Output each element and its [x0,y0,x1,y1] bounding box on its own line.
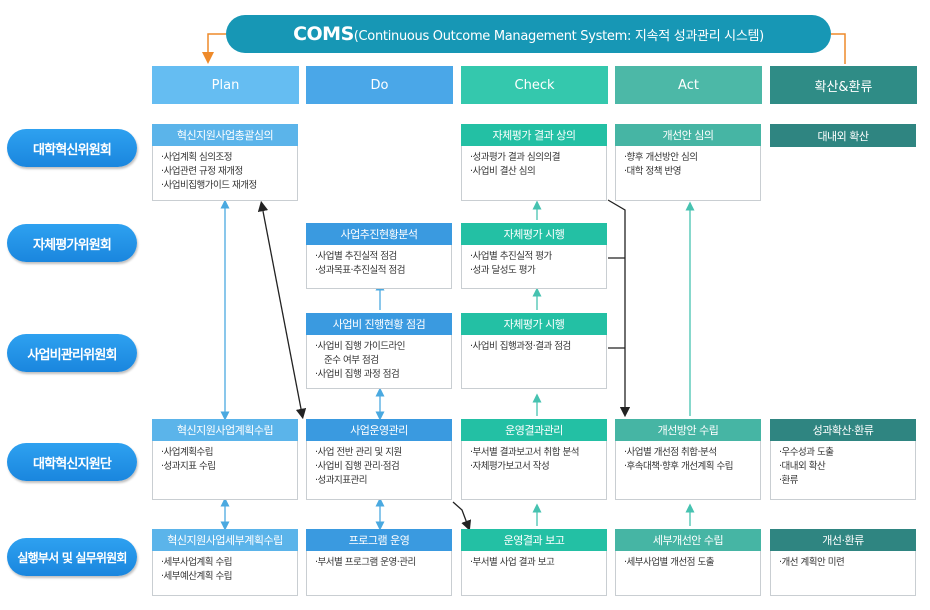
box-title: 혁신지원사업세부계획수립 [152,529,298,551]
box-title: 사업추진현황분석 [306,223,452,245]
arrow-do-to-check [452,501,472,531]
box-title: 개선안 심의 [615,124,761,146]
box-item: ·부서별 프로그램 운영·관리 [315,557,416,568]
box-item: ·대학 정책 반영 [624,166,682,177]
box-item: ·자체평가보고서 작성 [470,461,550,472]
phase-diffusion: 확산&환류 [770,66,917,104]
box-item: ·성과지표관리 [315,475,367,486]
phase-do: Do [306,66,453,104]
box-title: 자체평가 결과 상의 [461,124,607,146]
title-main: COMS [293,23,354,45]
box-item: ·성과지표 수립 [161,461,216,472]
box-ext-outcome-diffusion: 성과확산·환류 ·우수성과 도출 ·대내외 확산 ·환류 [770,419,916,500]
box-act-improvement-review: 개선안 심의 ·향후 개선방안 심의 ·대학 정책 반영 [615,124,761,201]
box-plan-overall-review: 혁신지원사업총괄심의 ·사업계획 심의조정 ·사업관련 규정 재개정 ·사업비집… [152,124,298,201]
title-sub: (Continuous Outcome Management System: 지… [353,28,764,44]
feedback-arrow-left [202,33,226,64]
box-item: ·대내외 확산 [779,461,826,472]
box-title: 성과확산·환류 [770,419,916,441]
box-ext-improvement-feedback: 개선·환류 ·개선 계획안 미련 [770,529,916,596]
box-item: ·성과목표·추진실적 점검 [315,265,405,276]
box-act-detailed-improvement: 세부개선안 수립 ·세부사업별 개선점 도출 [615,529,761,596]
box-item: ·사업비집행가이드 재개정 [161,180,257,191]
box-plan-project-planning: 혁신지원사업계획수립 ·사업계획수립 ·성과지표 수립 [152,419,298,500]
box-title: 혁신지원사업계획수립 [152,419,298,441]
feedback-line-right [831,33,846,64]
box-external-diffusion: 대내외 확산 [770,124,916,147]
box-title: 운영결과 보고 [461,529,607,551]
box-item: ·사업비 집행과정·결과 점검 [470,341,571,352]
row-label-execution-departments: 실행부서 및 실무위원회 [7,538,137,576]
row-label-self-evaluation-committee: 자체평가위원회 [7,224,137,262]
box-item: 준수 여부 점검 [324,355,379,366]
box-item: ·우수성과 도출 [779,447,834,458]
box-item: ·부서별 결과보고서 취합 분석 [470,447,579,458]
box-item: ·사업 전반 관리 및 지원 [315,447,402,458]
box-title: 혁신지원사업총괄심의 [152,124,298,146]
box-item: ·개선 계획안 미련 [779,557,845,568]
box-item: ·사업관련 규정 재개정 [161,166,243,177]
box-item: ·세부사업계획 수립 [161,557,232,568]
phase-plan: Plan [152,66,299,104]
box-item: ·사업계획 심의조정 [161,152,232,163]
box-item: ·세부사업별 개선점 도출 [624,557,714,568]
box-check-result-report: 운영결과 보고 ·부서별 사업 결과 보고 [461,529,607,596]
box-item: ·사업계획수립 [161,447,213,458]
bracket-check-to-act [607,199,631,418]
coms-title: COMS (Continuous Outcome Management Syst… [226,15,831,53]
box-check-budget-evaluation: 자체평가 시행 ·사업비 집행과정·결과 점검 [461,313,607,389]
box-item: ·사업비 집행 관리·점검 [315,461,400,472]
box-do-program-operation: 프로그램 운영 ·부서별 프로그램 운영·관리 [306,529,452,596]
box-item: ·부서별 사업 결과 보고 [470,557,555,568]
box-item: ·사업별 추진실적 점검 [315,251,397,262]
box-item: ·사업별 추진실적 평가 [470,251,552,262]
arrow-plan-to-do [257,200,307,420]
row-label-innovation-committee: 대학혁신위원회 [7,129,137,167]
box-act-improvement-plan: 개선방안 수립 ·사업별 개선점 취합·분석 ·후속대책·향후 개선계획 수립 [615,419,761,500]
box-title: 세부개선안 수립 [615,529,761,551]
phase-act: Act [615,66,762,104]
box-item: ·향후 개선방안 심의 [624,152,698,163]
row-label-innovation-support-group: 대학혁신지원단 [7,443,137,481]
row-label-budget-committee: 사업비관리위원회 [7,334,137,372]
box-plan-detailed-planning: 혁신지원사업세부계획수립 ·세부사업계획 수립 ·세부예산계획 수립 [152,529,298,596]
box-item: ·사업비 집행 과정 점검 [315,369,400,380]
box-title: 프로그램 운영 [306,529,452,551]
phase-check: Check [461,66,608,104]
box-item: ·사업별 개선점 취합·분석 [624,447,717,458]
box-item: ·성과 달성도 평가 [470,265,536,276]
box-item: ·환류 [779,475,799,486]
box-do-progress-analysis: 사업추진현황분석 ·사업별 추진실적 점검 ·성과목표·추진실적 점검 [306,223,452,289]
box-title: 개선방안 수립 [615,419,761,441]
box-item: ·사업비 결산 심의 [470,166,536,177]
box-check-result-management: 운영결과관리 ·부서별 결과보고서 취합 분석 ·자체평가보고서 작성 [461,419,607,500]
box-do-project-management: 사업운영관리 ·사업 전반 관리 및 지원 ·사업비 집행 관리·점검 ·성과지… [306,419,452,500]
box-check-self-evaluation: 자체평가 시행 ·사업별 추진실적 평가 ·성과 달성도 평가 [461,223,607,289]
box-title: 사업운영관리 [306,419,452,441]
box-do-budget-check: 사업비 진행현황 점검 ·사업비 집행 가이드라인 준수 여부 점검 ·사업비 … [306,313,452,389]
box-title: 운영결과관리 [461,419,607,441]
box-title: 개선·환류 [770,529,916,551]
box-title: 대내외 확산 [770,124,916,147]
box-title: 자체평가 시행 [461,223,607,245]
box-item: ·사업비 집행 가이드라인 [315,341,405,352]
box-item: ·성과평가 결과 심의의결 [470,152,560,163]
box-title: 자체평가 시행 [461,313,607,335]
box-title: 사업비 진행현황 점검 [306,313,452,335]
box-item: ·세부예산계획 수립 [161,571,232,582]
box-check-result-review: 자체평가 결과 상의 ·성과평가 결과 심의의결 ·사업비 결산 심의 [461,124,607,201]
box-item: ·후속대책·향후 개선계획 수립 [624,461,733,472]
